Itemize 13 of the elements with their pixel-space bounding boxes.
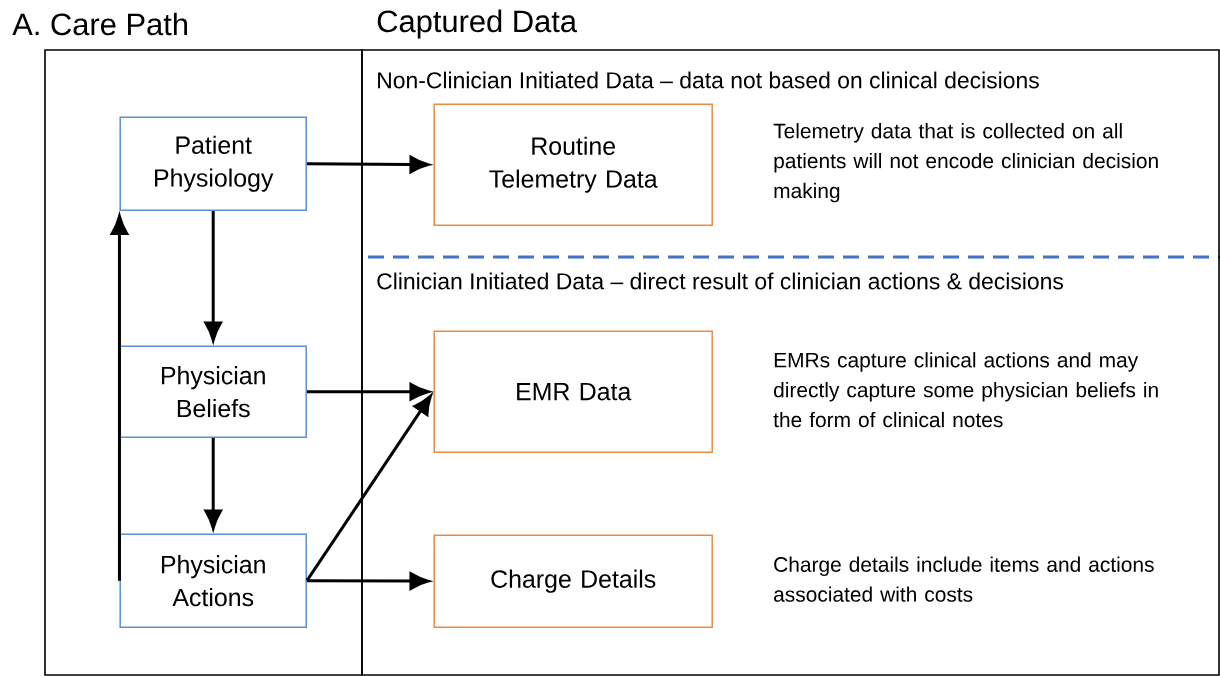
description-text: Telemetry data that is collected on all patients will not encode clinician decision making bbox=[773, 123, 1158, 203]
node-label: A. Care Path bbox=[12, 12, 187, 36]
process-box: Physician Actions bbox=[119, 533, 307, 628]
description-text: EMRs capture clinical actions and may directly capture some physician beliefs in the form of clinical notes bbox=[773, 352, 1158, 428]
section-heading: Clinician Initiated Data – direct result of clinician actions & decisions bbox=[377, 272, 1063, 290]
process-box: Physician Beliefs bbox=[119, 345, 307, 438]
node-label: Captured Data bbox=[377, 9, 578, 39]
process-box: Patient Physiology bbox=[119, 116, 307, 211]
process-box: EMR Data bbox=[433, 330, 713, 453]
description-text: Charge details include items and actions associated with costs bbox=[774, 556, 1154, 602]
arrow bbox=[305, 394, 432, 582]
process-box: Charge Details bbox=[433, 534, 713, 628]
process-box: Routine Telemetry Data bbox=[433, 103, 713, 226]
